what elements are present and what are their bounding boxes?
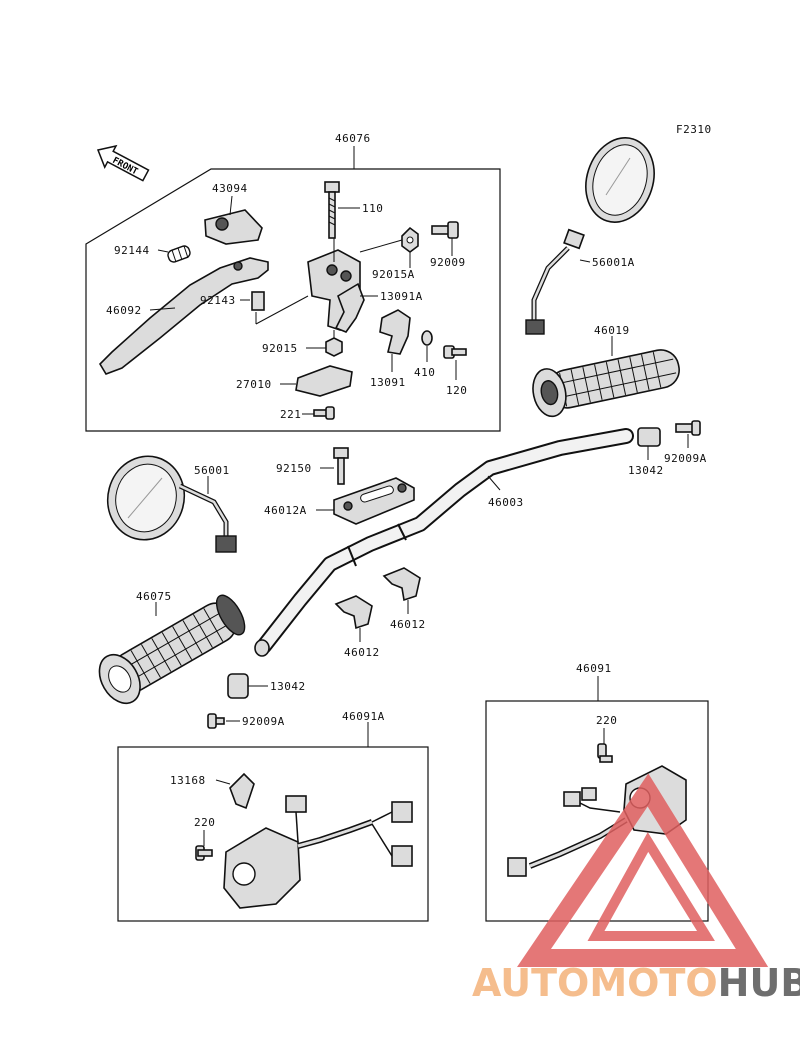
part-13091 xyxy=(379,309,411,355)
part-92015A xyxy=(401,226,419,253)
label-13042-left: 13042 xyxy=(270,680,306,693)
part-92009A-right xyxy=(675,420,701,436)
label-13042-right: 13042 xyxy=(628,464,664,477)
part-92009A-left xyxy=(207,713,225,729)
label-13091A: 13091A xyxy=(380,290,423,303)
label-220-right: 220 xyxy=(596,714,617,727)
part-13091A xyxy=(334,282,365,333)
label-46091A: 46091A xyxy=(342,710,385,723)
part-110-bolt xyxy=(324,181,340,239)
part-46012A xyxy=(333,477,415,525)
figure-code: F2310 xyxy=(676,123,712,136)
part-92143 xyxy=(251,291,265,311)
mirror-left xyxy=(106,455,237,553)
label-46075: 46075 xyxy=(136,590,172,603)
label-46012A: 46012A xyxy=(264,504,307,517)
part-46003-handlebar xyxy=(254,428,634,657)
label-43094: 43094 xyxy=(212,182,248,195)
part-13042-left xyxy=(227,673,249,699)
watermark: AUTOMOTOHUB xyxy=(472,773,800,1005)
part-13168 xyxy=(229,772,255,810)
label-56001: 56001 xyxy=(194,464,230,477)
part-switch-housing-left xyxy=(223,827,301,909)
label-56001A: 56001A xyxy=(592,256,635,269)
label-92150: 92150 xyxy=(276,462,312,475)
grip-left xyxy=(98,594,246,705)
watermark-triangle-icon xyxy=(517,773,769,967)
part-46012-b xyxy=(382,567,421,602)
grip-right xyxy=(532,349,680,418)
label-92143: 92143 xyxy=(200,294,236,307)
label-46003: 46003 xyxy=(488,496,524,509)
label-92009A-left: 92009A xyxy=(242,715,285,728)
label-46092: 46092 xyxy=(106,304,142,317)
assembly-box-46091A xyxy=(117,746,429,922)
label-221: 221 xyxy=(280,408,301,421)
part-92015 xyxy=(325,337,343,357)
switch-assembly-left: 46091A 13168 220 xyxy=(117,710,429,922)
watermark-part2: HUB xyxy=(718,961,800,1005)
part-220-screw-left xyxy=(195,845,213,861)
front-arrow-icon: FRONT xyxy=(96,144,150,182)
assembly-box-46076 xyxy=(85,168,501,432)
label-92144: 92144 xyxy=(114,244,150,257)
part-92009-screw xyxy=(431,221,459,239)
watermark-part1: AUTOMOTO xyxy=(472,961,718,1005)
label-110: 110 xyxy=(362,202,383,215)
part-221-screw xyxy=(313,406,335,420)
label-92015A: 92015A xyxy=(372,268,415,281)
label-13091: 13091 xyxy=(370,376,406,389)
part-220-screw-right xyxy=(597,743,613,763)
mirror-right xyxy=(525,137,655,335)
label-46019: 46019 xyxy=(594,324,630,337)
label-27010: 27010 xyxy=(236,378,272,391)
label-92015: 92015 xyxy=(262,342,298,355)
assembly-box-46091 xyxy=(485,700,709,922)
part-46092-lever xyxy=(98,257,269,375)
label-46012-a: 46012 xyxy=(344,646,380,659)
label-46076: 46076 xyxy=(335,132,371,145)
part-92144 xyxy=(167,245,191,263)
part-410-washer xyxy=(421,330,433,346)
part-27010-switch xyxy=(295,365,353,397)
label-92009: 92009 xyxy=(430,256,466,269)
svg-text:AUTOMOTOHUB: AUTOMOTOHUB xyxy=(472,961,800,1005)
label-46091: 46091 xyxy=(576,662,612,675)
label-92009A-right: 92009A xyxy=(664,452,707,465)
part-13042-right xyxy=(637,427,661,447)
label-410: 410 xyxy=(414,366,435,379)
part-120-screw xyxy=(443,345,467,359)
label-220-left: 220 xyxy=(194,816,215,829)
label-13168: 13168 xyxy=(170,774,206,787)
label-120: 120 xyxy=(446,384,467,397)
clutch-lever-assembly: 46076 43094 92144 46092 92143 110 xyxy=(85,132,501,432)
part-46012-a xyxy=(334,595,373,630)
part-92150-bolt xyxy=(333,447,349,485)
label-46012-b: 46012 xyxy=(390,618,426,631)
part-43094 xyxy=(204,209,263,245)
